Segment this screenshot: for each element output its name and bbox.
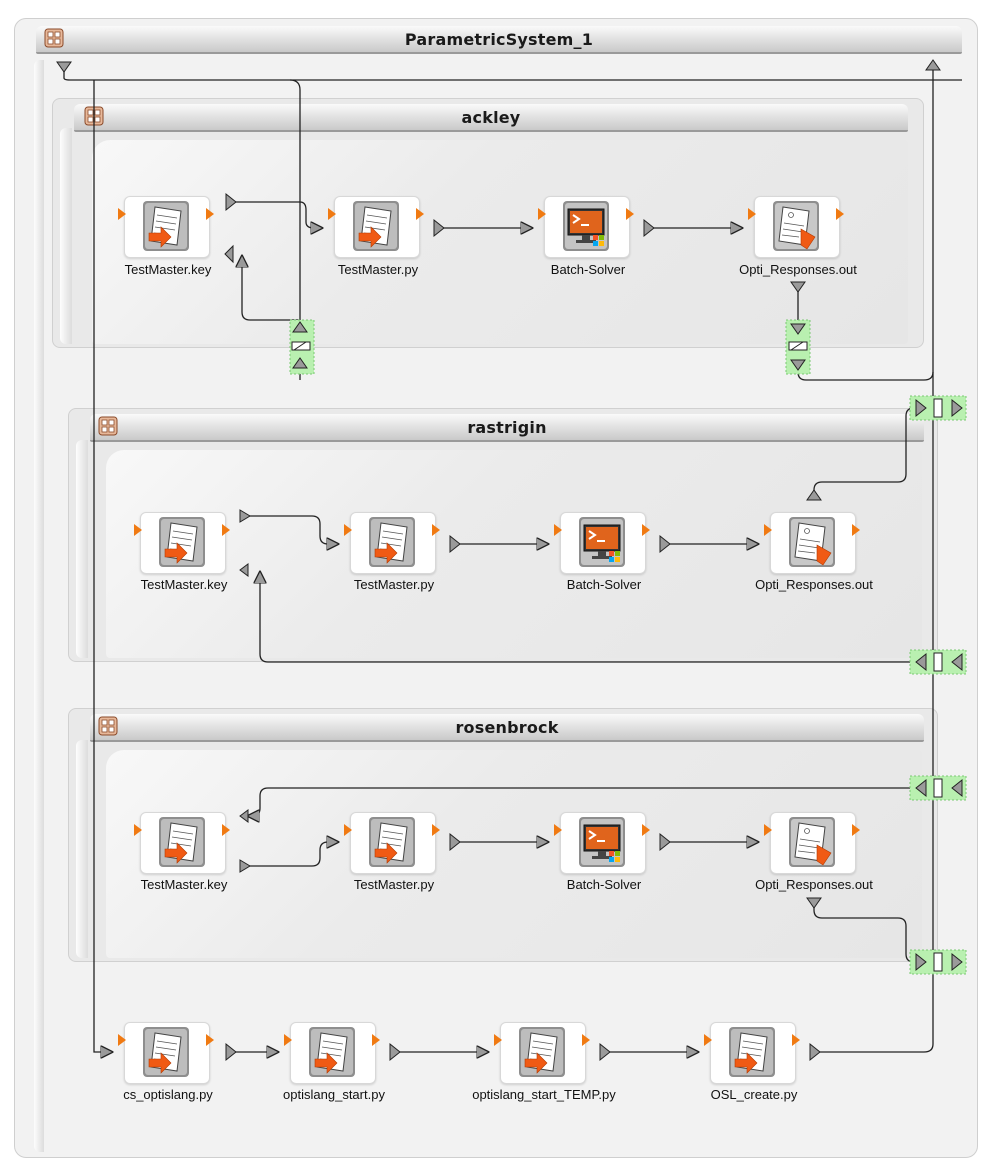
- text-file-output-icon: [787, 815, 837, 869]
- node-optislang-start[interactable]: [284, 1022, 380, 1084]
- node-ackley-batch-solver[interactable]: [538, 196, 634, 258]
- output-pin[interactable]: [642, 524, 650, 536]
- input-pin[interactable]: [118, 208, 126, 220]
- terminal-solver-icon: [577, 815, 627, 869]
- group-rastrigin-left-bar: [76, 440, 88, 658]
- node-label: Opti_Responses.out: [755, 577, 873, 592]
- output-pin[interactable]: [626, 208, 634, 220]
- input-pin[interactable]: [328, 208, 336, 220]
- text-file-input-icon: [727, 1025, 777, 1079]
- node-rastrigin-testmaster-key[interactable]: [134, 512, 230, 574]
- output-pin[interactable]: [206, 208, 214, 220]
- text-file-input-icon: [141, 1025, 191, 1079]
- node-rosenbrock-batch-solver[interactable]: [554, 812, 650, 874]
- text-file-input-icon: [157, 815, 207, 869]
- node-rosenbrock-testmaster-py[interactable]: [344, 812, 440, 874]
- node-cs-optislang[interactable]: [118, 1022, 214, 1084]
- text-file-input-icon: [141, 199, 191, 253]
- input-pin[interactable]: [704, 1034, 712, 1046]
- system-left-bar: [34, 60, 44, 1152]
- node-label: TestMaster.key: [124, 262, 212, 277]
- node-rosenbrock-testmaster-key[interactable]: [134, 812, 230, 874]
- output-pin[interactable]: [432, 524, 440, 536]
- text-file-input-icon: [307, 1025, 357, 1079]
- node-label: optislang_start.py: [283, 1087, 385, 1102]
- output-pin[interactable]: [836, 208, 844, 220]
- terminal-solver-icon: [577, 515, 627, 569]
- group-rastrigin-title: rastrigin: [467, 418, 547, 437]
- text-file-output-icon: [771, 199, 821, 253]
- group-rosenbrock-icon[interactable]: [98, 716, 118, 736]
- node-label: optislang_start_TEMP.py: [472, 1087, 616, 1102]
- text-file-input-icon: [351, 199, 401, 253]
- node-rastrigin-batch-solver[interactable]: [554, 512, 650, 574]
- node-label: Opti_Responses.out: [739, 262, 857, 277]
- node-optislang-start-temp[interactable]: [494, 1022, 590, 1084]
- output-pin[interactable]: [792, 1034, 800, 1046]
- node-label: Opti_Responses.out: [755, 877, 873, 892]
- text-file-input-icon: [367, 815, 417, 869]
- input-pin[interactable]: [748, 208, 756, 220]
- group-rosenbrock-title: rosenbrock: [455, 718, 559, 737]
- group-ackley-title-bar[interactable]: ackley: [74, 104, 908, 132]
- node-rastrigin-testmaster-py[interactable]: [344, 512, 440, 574]
- input-pin[interactable]: [134, 524, 142, 536]
- node-label: Batch-Solver: [550, 262, 626, 277]
- node-label: cs_optislang.py: [123, 1087, 213, 1102]
- group-rastrigin-title-bar[interactable]: rastrigin: [90, 414, 924, 442]
- node-label: Batch-Solver: [566, 877, 642, 892]
- output-pin[interactable]: [372, 1034, 380, 1046]
- input-pin[interactable]: [764, 824, 772, 836]
- node-label: Batch-Solver: [566, 577, 642, 592]
- node-label: OSL_create.py: [710, 1087, 798, 1102]
- group-ackley-left-bar: [60, 128, 72, 344]
- node-ackley-opti-responses[interactable]: [748, 196, 844, 258]
- system-title-bar[interactable]: ParametricSystem_1: [36, 26, 962, 54]
- input-pin[interactable]: [494, 1034, 502, 1046]
- text-file-input-icon: [157, 515, 207, 569]
- node-label: TestMaster.py: [353, 877, 435, 892]
- input-pin[interactable]: [538, 208, 546, 220]
- output-pin[interactable]: [432, 824, 440, 836]
- input-pin[interactable]: [344, 524, 352, 536]
- node-ackley-testmaster-key[interactable]: [118, 196, 214, 258]
- output-pin[interactable]: [416, 208, 424, 220]
- output-pin[interactable]: [642, 824, 650, 836]
- input-pin[interactable]: [554, 524, 562, 536]
- group-ackley-title: ackley: [461, 108, 521, 127]
- node-osl-create[interactable]: [704, 1022, 800, 1084]
- node-label: TestMaster.key: [140, 577, 228, 592]
- text-file-input-icon: [517, 1025, 567, 1079]
- input-pin[interactable]: [118, 1034, 126, 1046]
- output-pin[interactable]: [852, 824, 860, 836]
- output-pin[interactable]: [222, 524, 230, 536]
- node-ackley-testmaster-py[interactable]: [328, 196, 424, 258]
- node-label: TestMaster.py: [337, 262, 419, 277]
- text-file-output-icon: [787, 515, 837, 569]
- group-rastrigin-icon[interactable]: [98, 416, 118, 436]
- output-pin[interactable]: [222, 824, 230, 836]
- system-title: ParametricSystem_1: [404, 30, 594, 49]
- terminal-solver-icon: [561, 199, 611, 253]
- text-file-input-icon: [367, 515, 417, 569]
- node-rastrigin-opti-responses[interactable]: [764, 512, 860, 574]
- input-pin[interactable]: [554, 824, 562, 836]
- output-pin[interactable]: [206, 1034, 214, 1046]
- group-rosenbrock-title-bar[interactable]: rosenbrock: [90, 714, 924, 742]
- output-pin[interactable]: [852, 524, 860, 536]
- input-pin[interactable]: [134, 824, 142, 836]
- group-ackley-icon[interactable]: [84, 106, 104, 126]
- node-label: TestMaster.key: [140, 877, 228, 892]
- input-pin[interactable]: [764, 524, 772, 536]
- input-pin[interactable]: [344, 824, 352, 836]
- system-icon[interactable]: [44, 28, 64, 48]
- group-rosenbrock-left-bar: [76, 740, 88, 958]
- output-pin[interactable]: [582, 1034, 590, 1046]
- node-rosenbrock-opti-responses[interactable]: [764, 812, 860, 874]
- node-label: TestMaster.py: [353, 577, 435, 592]
- input-pin[interactable]: [284, 1034, 292, 1046]
